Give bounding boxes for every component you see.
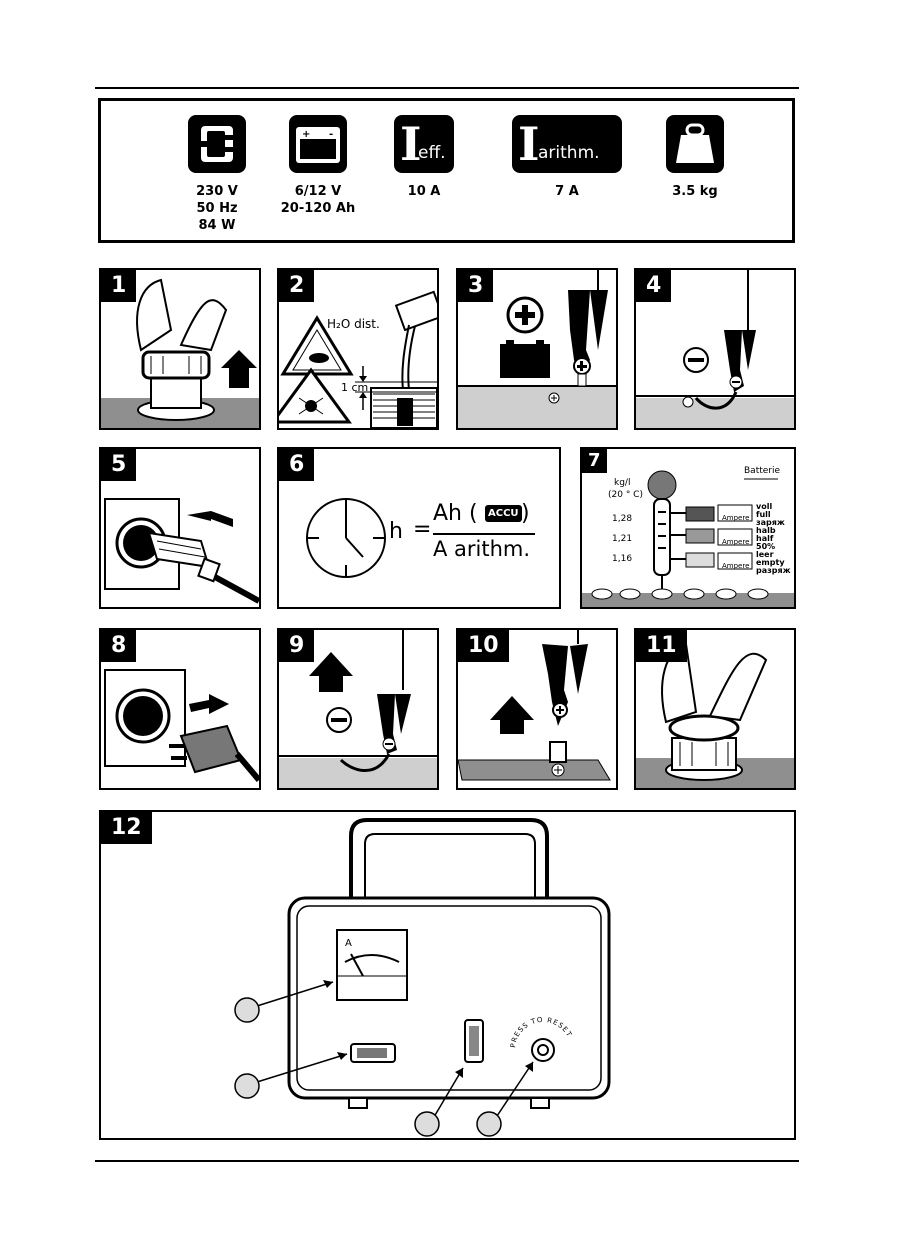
ampere-label: Ampere bbox=[722, 562, 749, 570]
spec-power: 230 V 50 Hz 84 W bbox=[167, 115, 267, 234]
svg-text:+: + bbox=[302, 129, 310, 140]
step-4-panel: 4 bbox=[634, 268, 796, 430]
svg-text:-: - bbox=[329, 129, 333, 140]
ammeter-label: A bbox=[345, 938, 352, 949]
i-arithm-glyph: I bbox=[518, 117, 540, 171]
clock-icon bbox=[301, 493, 391, 583]
i-arithm-sub: arithm. bbox=[538, 143, 600, 163]
fraction-bar bbox=[433, 533, 535, 535]
step-10-panel: 10 bbox=[456, 628, 618, 790]
top-rule bbox=[95, 87, 799, 89]
step-number: 3 bbox=[458, 270, 493, 302]
spec-power-text: 230 V 50 Hz 84 W bbox=[167, 183, 267, 234]
plug-icon bbox=[188, 115, 246, 173]
step-number: 6 bbox=[279, 449, 314, 481]
water-label: H₂O dist. bbox=[327, 317, 380, 331]
weight-icon bbox=[666, 115, 724, 173]
charger-front-illustration: A PRESS TO RESET bbox=[101, 812, 794, 1138]
step-3-panel: 3 bbox=[456, 268, 618, 430]
spec-iarithm-text: 7 A bbox=[495, 183, 639, 200]
step-9-panel: 9 bbox=[277, 628, 439, 790]
step-number: 9 bbox=[279, 630, 314, 662]
step-12-panel: 12 A PRESS TO RESET bbox=[99, 810, 796, 1140]
ampere-label: Ampere bbox=[722, 538, 749, 546]
i-arithm-icon: I arithm. bbox=[512, 115, 622, 173]
step-number: 11 bbox=[636, 630, 687, 662]
step-number: 10 bbox=[458, 630, 509, 662]
spec-iarithm: I arithm. 7 A bbox=[495, 115, 639, 200]
formula-h: h bbox=[389, 519, 403, 544]
battery-title: Batterie bbox=[744, 466, 780, 476]
hydrometer-illustration: kg/l (20 ° C) Batterie 1,28 1,21 1,16 Am… bbox=[582, 449, 794, 607]
spec-weight: 3.5 kg bbox=[645, 115, 745, 200]
level-label: 1 cm bbox=[341, 381, 368, 394]
spec-battery-text: 6/12 V 20-120 Ah bbox=[263, 183, 373, 217]
step-5-panel: 5 bbox=[99, 447, 261, 609]
step-6-panel: 6 h = Ah ( ACCU ) A arithm. bbox=[277, 447, 561, 609]
i-eff-icon: I eff. bbox=[394, 115, 454, 173]
step-number: 1 bbox=[101, 270, 136, 302]
formula-denominator: A arithm. bbox=[433, 537, 530, 561]
step-1-panel: 1 bbox=[99, 268, 261, 430]
formula-numerator-right: ) bbox=[521, 501, 530, 526]
step-number: 8 bbox=[101, 630, 136, 662]
i-eff-sub: eff. bbox=[418, 143, 446, 163]
reading-mid: 1,21 bbox=[612, 534, 632, 544]
temp-label: (20 ° C) bbox=[608, 490, 643, 500]
step-8-panel: 8 bbox=[99, 628, 261, 790]
step-number: 2 bbox=[279, 270, 314, 302]
reading-high: 1,28 bbox=[612, 514, 632, 524]
step-number: 12 bbox=[101, 812, 152, 844]
step-number: 4 bbox=[636, 270, 671, 302]
spec-battery: + - 6/12 V 20-120 Ah bbox=[263, 115, 373, 217]
reading-low: 1,16 bbox=[612, 554, 632, 564]
state-empty-ru: разряж bbox=[756, 566, 791, 575]
step-11-panel: 11 bbox=[634, 628, 796, 790]
formula-numerator-left: Ah ( bbox=[433, 501, 478, 526]
ampere-label: Ampere bbox=[722, 514, 749, 522]
bottom-rule bbox=[95, 1160, 799, 1162]
step-number: 7 bbox=[582, 449, 607, 473]
battery-icon: + - bbox=[289, 115, 347, 173]
spec-ieff: I eff. 10 A bbox=[369, 115, 479, 200]
specifications-box: 230 V 50 Hz 84 W + - 6/12 V 20-120 Ah I … bbox=[98, 98, 795, 243]
spec-weight-text: 3.5 kg bbox=[645, 183, 745, 200]
step-7-panel: 7 kg/l (20 ° C) Batterie 1,28 1,21 1,16 … bbox=[580, 447, 796, 609]
unit-label: kg/l bbox=[614, 478, 630, 488]
spec-ieff-text: 10 A bbox=[369, 183, 479, 200]
formula-equals: = bbox=[413, 517, 431, 542]
accu-badge: ACCU bbox=[485, 505, 522, 522]
step-2-panel: 2 H₂O dist. 1 cm bbox=[277, 268, 439, 430]
step-number: 5 bbox=[101, 449, 136, 481]
